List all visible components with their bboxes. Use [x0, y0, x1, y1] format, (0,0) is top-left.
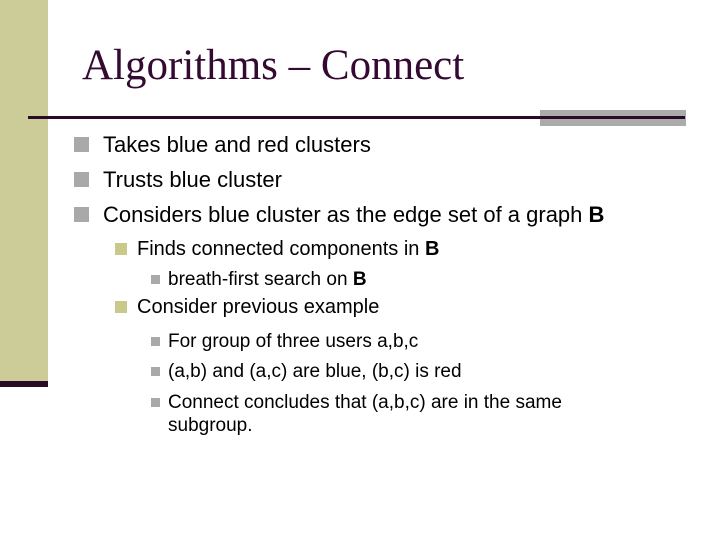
square-bullet-icon — [74, 207, 89, 222]
bullet-text: Takes blue and red clusters — [103, 132, 371, 157]
bullet-text-bold: B — [588, 202, 605, 227]
bullet-item: Consider previous example — [115, 295, 379, 319]
title-underline-rule — [28, 116, 685, 119]
square-bullet-icon — [151, 337, 160, 346]
square-bullet-icon — [115, 301, 127, 313]
bullet-item: Considers blue cluster as the edge set o… — [74, 202, 604, 227]
bullet-item: For group of three users a,b,c — [151, 330, 418, 353]
bullet-text: breath-first search on — [168, 269, 353, 290]
sidebar-end-line — [0, 381, 48, 387]
bullet-text-bold: B — [424, 238, 440, 260]
square-bullet-icon — [74, 172, 89, 187]
bullet-text: (a,b) and (a,c) are blue, (b,c) is red — [168, 361, 462, 382]
square-bullet-icon — [151, 367, 160, 376]
square-bullet-icon — [74, 137, 89, 152]
square-bullet-icon — [151, 398, 160, 407]
slide-accent-sidebar — [0, 0, 48, 381]
bullet-text: For group of three users a,b,c — [168, 331, 419, 352]
bullet-item: (a,b) and (a,c) are blue, (b,c) is red — [151, 360, 462, 383]
bullet-text: Connect concludes that (a,b,c) are in th… — [168, 392, 562, 436]
bullet-text: Consider previous example — [137, 296, 380, 318]
bullet-item: Finds connected components in B — [115, 237, 439, 261]
square-bullet-icon — [115, 243, 127, 255]
slide-title: Algorithms – Connect — [82, 42, 465, 89]
bullet-item: Trusts blue cluster — [74, 167, 282, 192]
bullet-item: Connect concludes that (a,b,c) are in th… — [151, 391, 562, 437]
bullet-item: Takes blue and red clusters — [74, 132, 371, 157]
square-bullet-icon — [151, 275, 160, 284]
bullet-text: Trusts blue cluster — [103, 167, 282, 192]
bullet-text: Considers blue cluster as the edge set o… — [103, 202, 589, 227]
bullet-item: breath-first search on B — [151, 268, 367, 291]
bullet-text-bold: B — [352, 269, 367, 290]
bullet-text: Finds connected components in — [137, 238, 425, 260]
